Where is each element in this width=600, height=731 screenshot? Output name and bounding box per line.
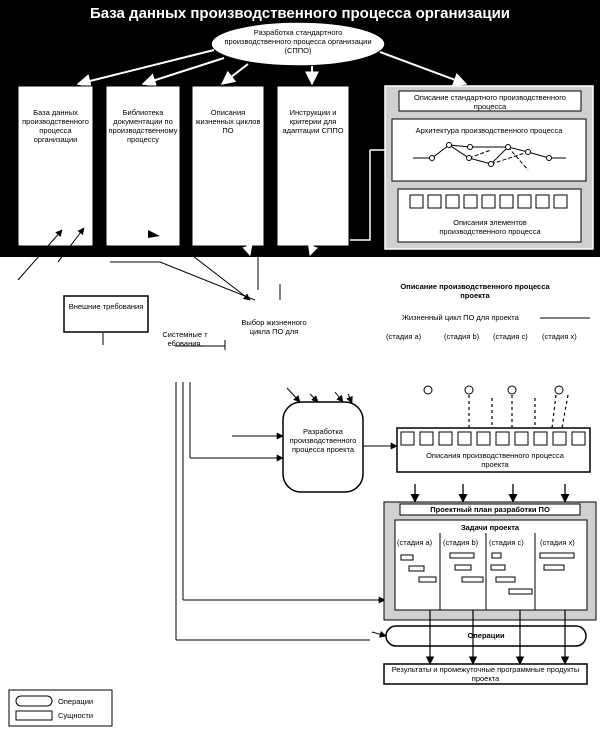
panel-out-arrows — [17, 227, 281, 350]
architecture-network — [413, 142, 566, 171]
architecture-label: Архитектура производственного процесса — [415, 126, 563, 135]
develop-process-box — [282, 401, 364, 493]
black-arrowhead — [148, 230, 160, 238]
db-box-3 — [191, 85, 265, 247]
db-box-1 — [17, 85, 94, 247]
project-tasks-label: Задачи проекта — [460, 523, 520, 532]
sppo-ellipse — [210, 21, 386, 67]
develop-process-label: Разработка производственного процесса пр… — [289, 427, 357, 454]
lifecycle-stage-b: (стадия b) — [444, 332, 480, 341]
plan-stage-c: (стадия c) — [489, 538, 524, 547]
db-box-1-label: База данных производственного процесса о… — [22, 108, 89, 144]
plan-arrows — [410, 484, 570, 503]
project-lifecycle-label: Жизненный цикл ПО для проекта — [402, 313, 519, 322]
dashed-lines — [468, 394, 569, 429]
legend-operations-label: Операции — [58, 697, 94, 706]
lifecycle-stage-x: (стадия x) — [542, 332, 577, 341]
lifecycle-stage-c: (стадия c) — [493, 332, 528, 341]
legend-entities-label: Сущности — [58, 711, 94, 720]
gantt-bars — [400, 552, 575, 595]
results-box — [383, 663, 588, 685]
db-box-4 — [276, 85, 350, 247]
project-element-squares — [400, 431, 586, 446]
plan-stage-b: (стадия b) — [443, 538, 479, 547]
project-circles — [423, 385, 564, 395]
db-box-4-label: Инструкции и критерии для адаптации СППО — [282, 108, 344, 135]
sppo-arrows — [76, 49, 468, 88]
lifecycle-stage-a: (стадия а) — [386, 332, 422, 341]
project-process-desc-label: Описание производственного процесса прое… — [400, 282, 550, 300]
results-label: Результаты и промежуточные программные п… — [391, 665, 580, 683]
db-box-3-label: Описания жизненных циклов ПО — [195, 108, 261, 135]
legend-entity-symbol — [15, 710, 53, 721]
architecture-box — [391, 118, 587, 182]
left-vertical-lines — [175, 382, 398, 641]
system-req-label: Системные т ебования, — [162, 330, 208, 348]
legend-operation-symbol — [15, 695, 53, 707]
std-process-title-box — [398, 90, 582, 112]
external-req-label: Внешние требования — [68, 302, 144, 311]
sppo-label: Разработка стандартного производственног… — [224, 28, 372, 55]
project-elements-desc-label: Описания производственного процесса прое… — [426, 451, 564, 469]
db-box-2 — [105, 85, 181, 247]
external-req-box — [63, 295, 149, 333]
elements-desc-label: Описания элементов производственного про… — [439, 218, 541, 236]
std-element-squares — [409, 194, 568, 209]
operations-label: Операции — [467, 631, 505, 640]
plan-stage-a: (стадия а) — [397, 538, 433, 547]
page-title: База данных производственного процесса о… — [89, 5, 511, 22]
dev-plan-label: Проектный план разработки ПО — [430, 505, 550, 514]
operations-in-arrow — [371, 630, 387, 638]
plan-title-box — [399, 503, 581, 516]
ops-arrows — [425, 610, 570, 665]
std-process-title: Описание стандартного производственного … — [414, 93, 566, 111]
inner-arrows — [239, 149, 385, 257]
plan-stage-x: (стадия x) — [540, 538, 575, 547]
db-box-2-label: Библиотека документации по производствен… — [108, 108, 178, 144]
stage-dividers — [439, 533, 536, 610]
legend-box — [8, 689, 113, 727]
lifecycle-select-label: Выбор жизненного цикла ПО для — [241, 318, 307, 336]
